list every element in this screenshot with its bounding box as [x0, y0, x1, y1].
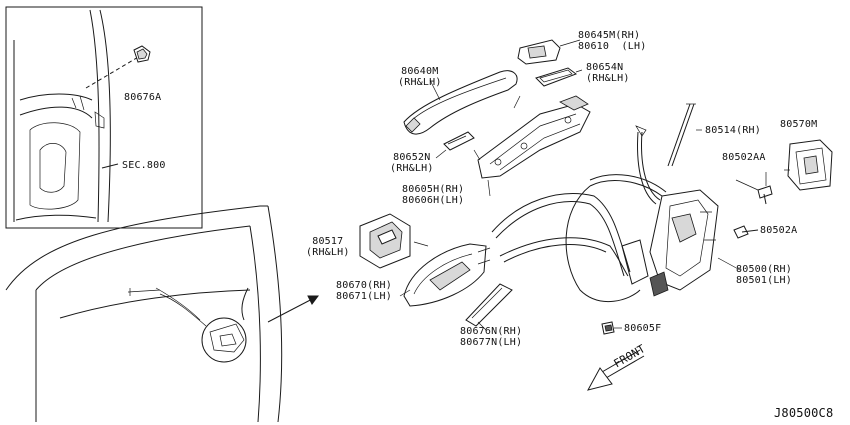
part-number: 80652N: [393, 152, 431, 163]
label-80570M: 80570M: [780, 119, 817, 130]
part-number: 80606H(LH): [402, 195, 465, 206]
part-80502A-screw: [733, 225, 759, 239]
part-80502AA-screw: [757, 172, 773, 205]
part-80676N-escutcheon: [465, 283, 513, 327]
part-80605H-bracket: [477, 95, 591, 197]
part-number: 80671(LH): [336, 291, 392, 302]
part-number: 80645M(RH): [578, 30, 641, 41]
part-number: 80502AA: [722, 152, 766, 163]
part-80570M-striker: [784, 139, 833, 191]
part-80605F-clip: [601, 321, 622, 335]
part-number: 80677N(LH): [460, 337, 523, 348]
part-note: (RH&LH): [398, 77, 442, 88]
part-80500-lock-actuator: [491, 125, 741, 303]
label-80654N: 80654N(RH&LH): [586, 62, 630, 84]
label-80605F: 80605F: [624, 323, 661, 334]
part-80670-inside-handle: [403, 243, 491, 307]
part-80640M-outside-handle: [403, 70, 518, 135]
front-direction-arrow: [587, 349, 645, 391]
label-80517: 80517(RH&LH): [306, 236, 350, 258]
part-number: 80676A: [124, 92, 162, 103]
section-reference: SEC.800: [122, 160, 166, 171]
leader-lines: [399, 95, 759, 331]
part-number: 80654N: [586, 62, 624, 73]
part-number: 80605F: [624, 323, 662, 334]
part-number: 80502A: [760, 225, 798, 236]
part-number: 80605H(RH): [402, 184, 465, 195]
part-note: (RH&LH): [306, 247, 350, 258]
label-80500: 80500(RH)80501(LH): [736, 264, 792, 286]
part-number: 80501(LH): [736, 275, 792, 286]
inset-door-view: [5, 6, 203, 229]
label-80502AA: 80502AA: [722, 152, 766, 163]
part-number: 80640M: [401, 66, 439, 77]
part-note: (RH&LH): [586, 73, 630, 84]
vehicle-side-view: [5, 205, 319, 423]
diagram-code: J80500C8: [774, 406, 834, 420]
part-number: 80670(RH): [336, 280, 392, 291]
part-number: 80570M: [780, 119, 818, 130]
label-80640M: 80640M(RH&LH): [398, 66, 442, 88]
diagram-id: J80500C8: [774, 406, 834, 420]
label-80502A: 80502A: [760, 225, 797, 236]
part-number: 80517: [312, 236, 344, 247]
part-80645M-cover: [517, 39, 581, 65]
part-80652N-gasket: [435, 131, 475, 159]
part-number: 80610 (LH): [578, 41, 647, 52]
part-note: (RH&LH): [390, 163, 434, 174]
part-number: 80500(RH): [736, 264, 792, 275]
label-section-ref: SEC.800: [122, 160, 166, 171]
label-80652N: 80652N(RH&LH): [390, 152, 434, 174]
part-number: 80676N(RH): [460, 326, 523, 337]
part-80517-pad: [359, 213, 411, 269]
part-80514-rod: [667, 103, 702, 167]
label-80670: 80670(RH)80671(LH): [336, 280, 392, 302]
label-80645M: 80645M(RH)80610 (LH): [578, 30, 646, 52]
label-80605H: 80605H(RH)80606H(LH): [402, 184, 464, 206]
part-number: 80514(RH): [705, 125, 761, 136]
label-80676A: 80676A: [124, 92, 161, 103]
label-80514: 80514(RH): [705, 125, 761, 136]
label-80676N: 80676N(RH)80677N(LH): [460, 326, 522, 348]
part-80654N-gasket: [535, 67, 583, 87]
